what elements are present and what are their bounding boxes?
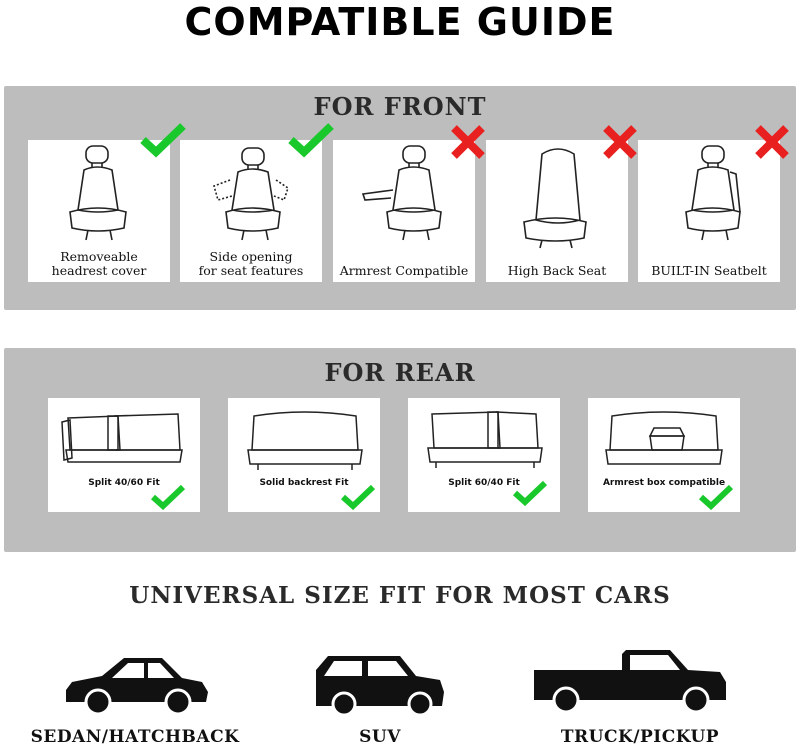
universal-fit-subtitle: UNIVERSAL SIZE FIT FOR MOST CARS xyxy=(129,582,671,609)
front-card-label: BUILT-IN Seatbelt xyxy=(651,263,767,278)
truck-label: TRUCK/PICKUP xyxy=(560,727,720,747)
sedan-label: SEDAN/HATCHBACK xyxy=(30,727,240,747)
cross-icon xyxy=(755,125,789,159)
check-icon xyxy=(288,123,334,158)
bench-seat-icon xyxy=(605,411,723,465)
truck-icon xyxy=(534,650,726,714)
rear-card-label: Armrest box compatible xyxy=(602,478,726,488)
front-card-builtin-seatbelt: BUILT-IN Seatbelt xyxy=(638,140,780,282)
page-title: COMPATIBLE GUIDE xyxy=(184,0,616,44)
seat-icon xyxy=(213,147,289,241)
rear-card-label: Split 40/60 Fit xyxy=(88,478,160,488)
cross-icon xyxy=(451,125,485,159)
front-card-removable-headrest: Removeable headrest cover xyxy=(28,140,170,282)
rear-card-solid-backrest: Solid backrest Fit xyxy=(228,398,380,512)
bench-seat-icon xyxy=(427,411,543,468)
check-icon xyxy=(150,484,186,510)
check-icon xyxy=(140,123,186,158)
check-icon xyxy=(698,484,734,510)
seat-icon xyxy=(523,148,587,249)
bench-seat-icon xyxy=(247,411,363,470)
rear-card-armrest-box: Armrest box compatible xyxy=(588,398,740,512)
rear-heading: FOR REAR xyxy=(324,358,476,387)
front-card-side-opening: Side opening for seat features xyxy=(180,140,322,282)
front-panel: FOR FRONT Removeable headrest cover xyxy=(4,86,796,310)
seat-icon xyxy=(361,145,442,241)
cross-icon xyxy=(603,125,637,159)
bench-seat-icon xyxy=(61,413,183,463)
front-card-high-back: High Back Seat xyxy=(486,140,628,282)
front-card-label: Armrest Compatible xyxy=(339,263,469,278)
rear-card-label: Split 60/40 Fit xyxy=(448,478,520,488)
front-card-label: Side opening for seat features xyxy=(198,249,304,278)
check-icon xyxy=(340,484,376,510)
front-card-label: Removeable headrest cover xyxy=(51,249,147,278)
suv-label: SUV xyxy=(359,727,401,747)
seat-icon xyxy=(69,145,127,241)
check-icon xyxy=(512,480,548,506)
sedan-icon xyxy=(66,658,208,716)
rear-panel: FOR REAR Split 40/60 Fit Solid backrest … xyxy=(4,348,796,552)
front-card-armrest: Armrest Compatible xyxy=(333,140,475,282)
rear-card-label: Solid backrest Fit xyxy=(259,478,349,488)
seat-icon xyxy=(685,145,741,241)
front-card-label: High Back Seat xyxy=(507,263,607,278)
suv-icon xyxy=(316,656,444,716)
front-heading: FOR FRONT xyxy=(313,92,487,121)
